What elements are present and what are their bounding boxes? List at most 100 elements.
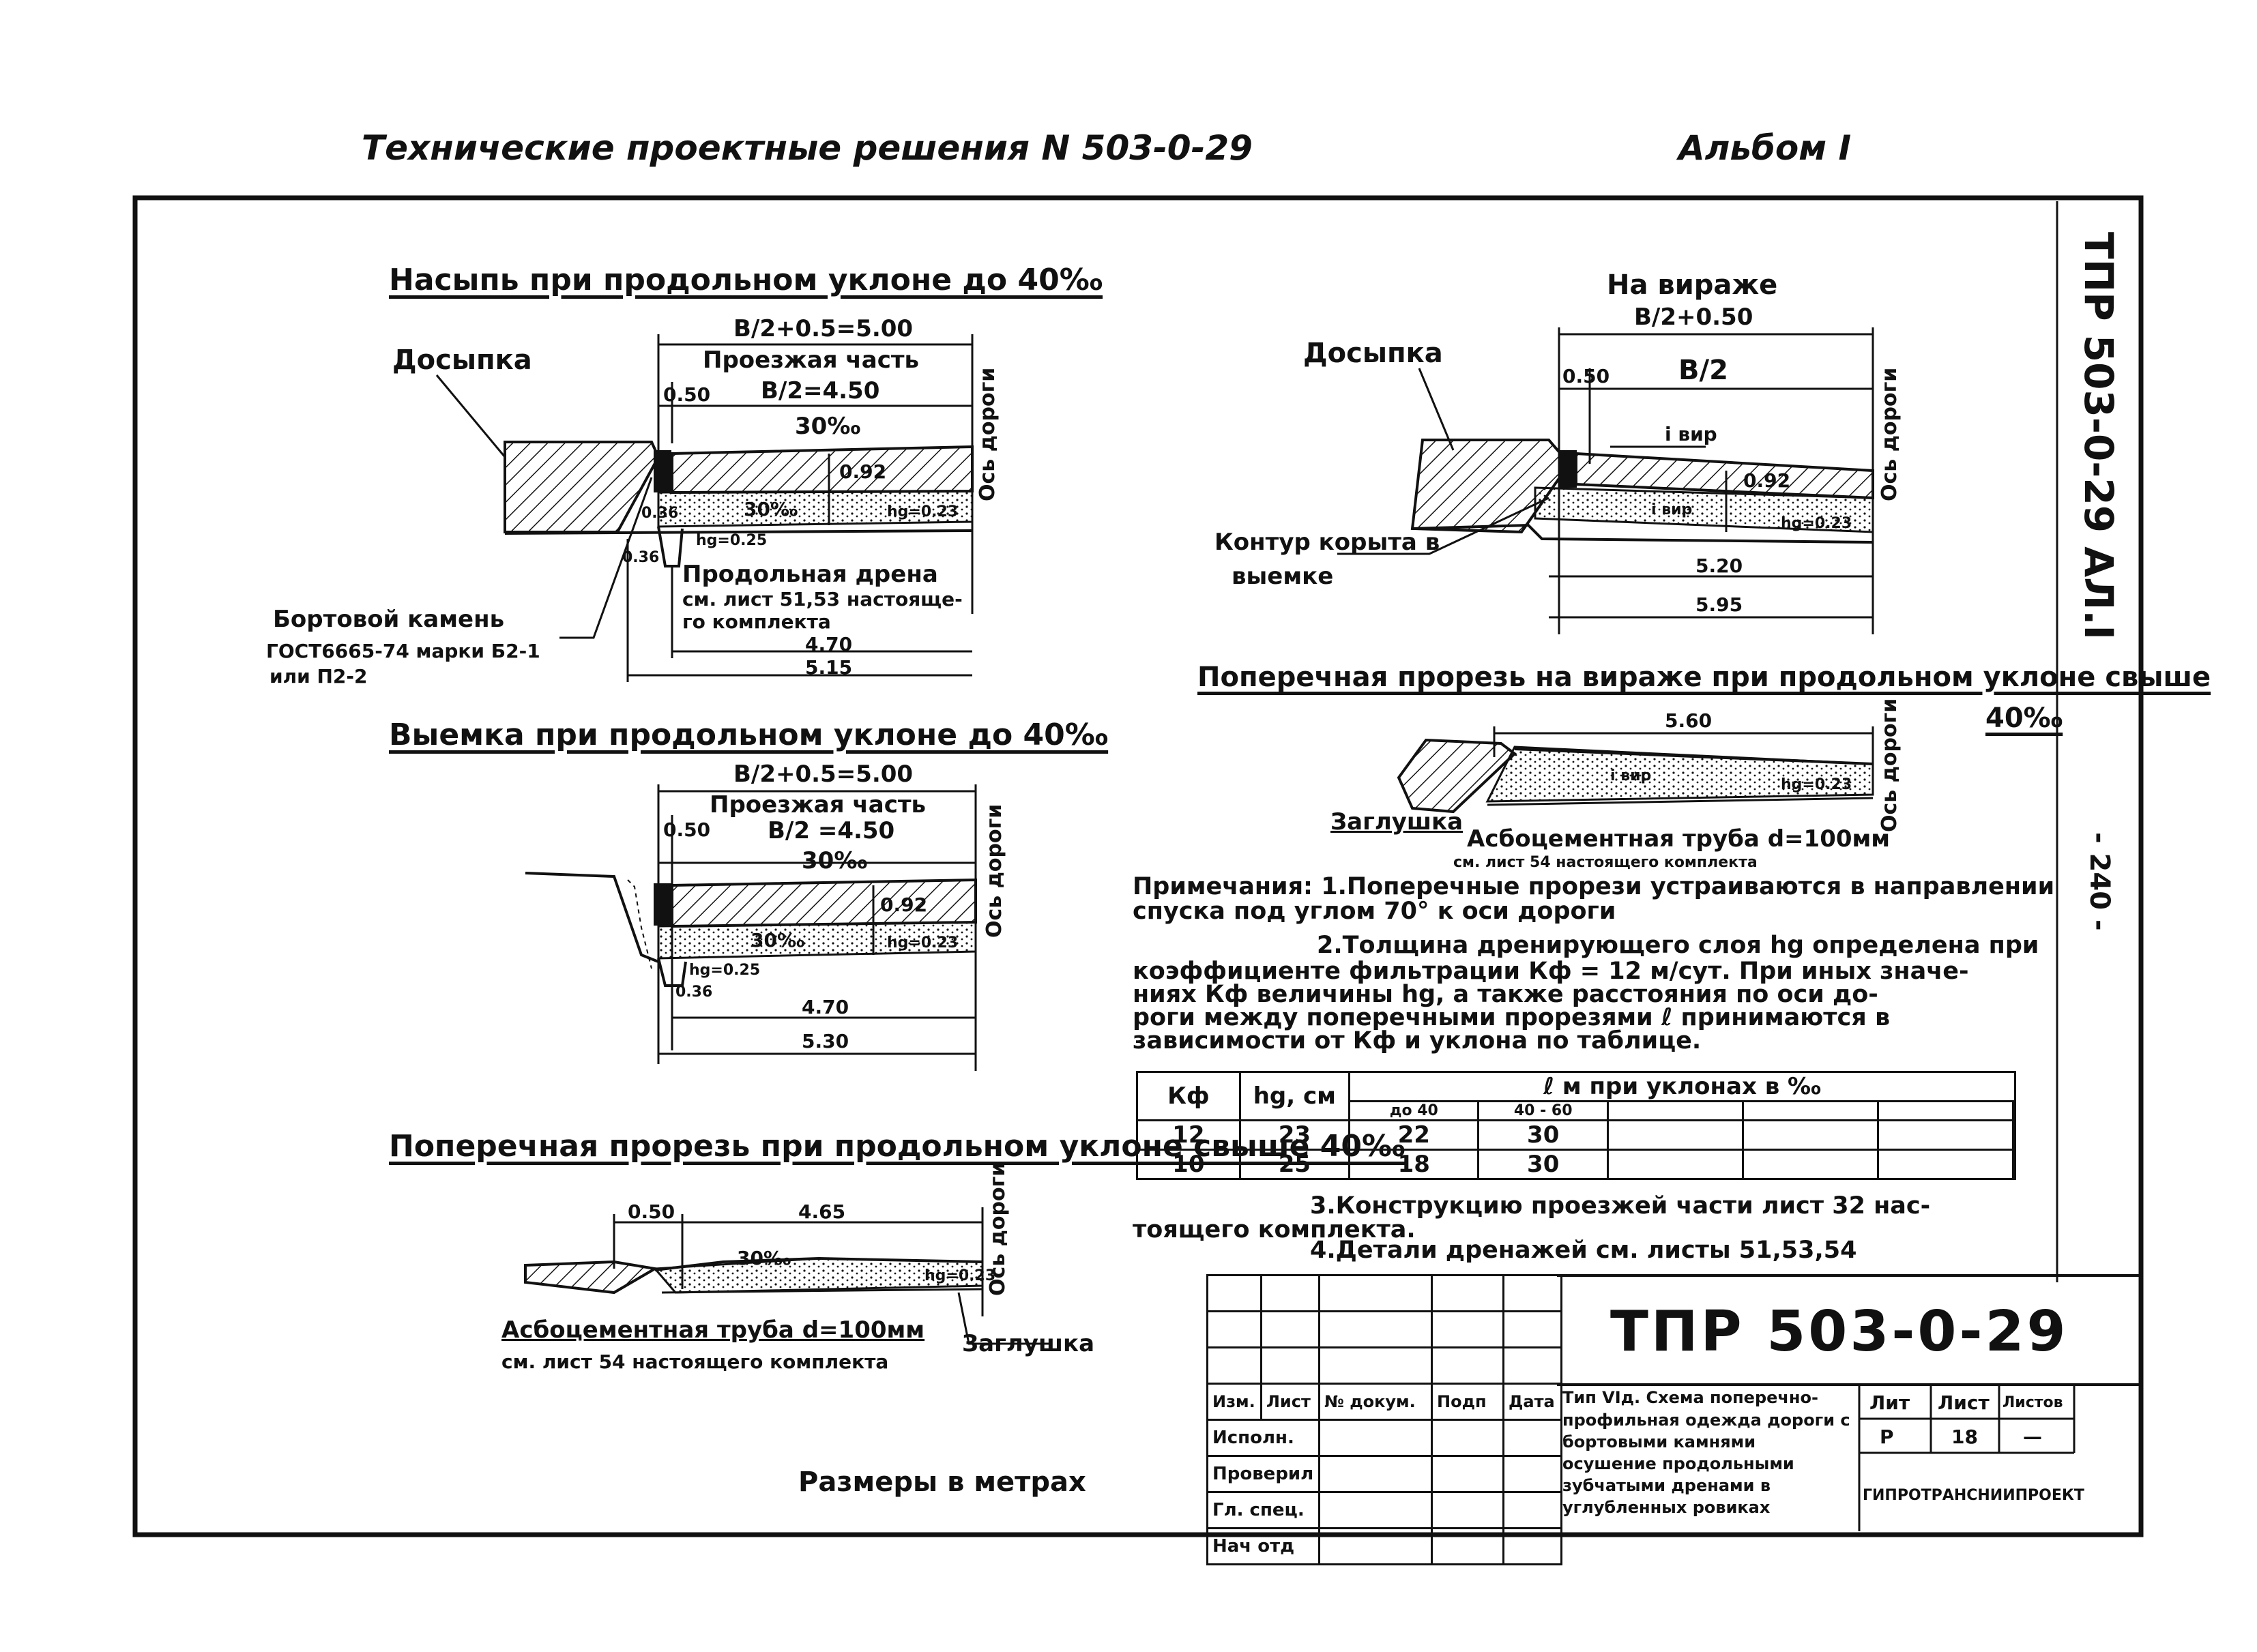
cut-half-width: B/2 =4.50 <box>768 817 895 844</box>
transverse-pipe-ref: см. лист 54 настоящего комплекта <box>501 1351 889 1373</box>
fill-d036b: 0.36 <box>622 549 660 566</box>
transverse-shoulder: 0.50 <box>628 1200 675 1223</box>
l-header: ℓ м при уклонах в ‰ <box>1348 1071 2016 1102</box>
fill-top-dimension: B/2+0.5=5.00 <box>733 315 914 342</box>
stamp-role: Гл. спец. <box>1206 1491 1320 1529</box>
empty-cell <box>1606 1119 1744 1151</box>
fill-d036a: 0.36 <box>641 505 679 522</box>
stamp-sheets-header: Листов <box>2003 1394 2063 1411</box>
note-2b: коэффициенте фильтрации Кф = 12 м/сут. П… <box>1133 958 1969 985</box>
curve-trans-plug: Заглушка <box>1330 808 1464 836</box>
empty-cell <box>2012 1119 2016 1151</box>
stamp-col-list: Лист <box>1260 1383 1320 1421</box>
stamp-desc-1: Тип VIд. Схема поперечно- <box>1562 1388 1818 1407</box>
note-2c: ниях Кф величины hg, а также расстояния … <box>1133 981 1878 1008</box>
curve-d595: 5.95 <box>1695 593 1743 616</box>
curve-d520: 5.20 <box>1695 555 1743 577</box>
cut-thickness: 0.92 <box>880 894 928 916</box>
note-4: 4.Детали дренажей см. листы 51,53,54 <box>1310 1237 1857 1264</box>
cut-d470: 4.70 <box>802 996 849 1018</box>
fill-layer-slope: 30‰ <box>744 498 798 520</box>
stamp-col-izm: Изм. <box>1206 1383 1262 1421</box>
sub-header-2: 40 - 60 <box>1477 1100 1609 1121</box>
fill-carriageway-label: Проезжая часть <box>703 346 920 374</box>
curve-half: B/2 <box>1678 355 1728 386</box>
cut-d530: 5.30 <box>802 1030 849 1052</box>
curve-top-dimension: B/2+0.50 <box>1634 304 1753 331</box>
note-3a: 3.Конструкцию проезжей части лист 32 нас… <box>1310 1192 1931 1220</box>
transverse-slope: 30‰ <box>737 1247 791 1269</box>
stamp-col-sign: Подп <box>1431 1383 1504 1421</box>
empty-cell <box>1741 1100 1879 1121</box>
cut-slope: 30‰ <box>802 847 868 874</box>
stamp-code: ТПР 503-0-29 <box>1610 1299 2069 1364</box>
stamp-role: Проверил <box>1206 1455 1320 1493</box>
fill-drain-ref-2: го комплекта <box>682 610 831 633</box>
curb-label-1: Бортовой камень <box>273 606 505 633</box>
cut-shoulder-dim: 0.50 <box>663 818 711 841</box>
stamp-desc-5: зубчатыми дренами в <box>1562 1476 1771 1495</box>
note-2e: зависимости от Кф и уклона по таблице. <box>1133 1027 1702 1054</box>
kf-table: Кф hg, см ℓ м при уклонах в ‰ до 40 40 -… <box>1136 1071 2016 1180</box>
curve-trans-section-title: Поперечная прорезь на вираже при продоль… <box>1197 662 2211 693</box>
fill-section-title: Насыпь при продольном уклоне до 40‰ <box>389 263 1103 297</box>
transverse-width: 4.65 <box>798 1200 846 1223</box>
stamp-sheet: 18 <box>1951 1426 1978 1448</box>
fill-slope: 30‰ <box>795 413 861 440</box>
curve-shoulder: 0.50 <box>1562 365 1610 387</box>
empty-cell <box>1876 1119 2015 1151</box>
note-1b: спуска под углом 70° к оси дороги <box>1133 898 1616 925</box>
curve-trans-i-vir: i вир <box>1610 767 1652 784</box>
stamp-sheets: — <box>2023 1426 2042 1448</box>
curve-thickness: 0.92 <box>1743 469 1791 492</box>
document-title: Технические проектные решения N 503-0-29 <box>362 128 1253 168</box>
curve-dosypka-label: Досыпка <box>1303 338 1443 369</box>
empty-cell <box>1606 1149 1744 1180</box>
note-2d: роги между поперечными прорезями ℓ прини… <box>1133 1004 1891 1031</box>
table-cell: 23 <box>1238 1119 1351 1151</box>
table-cell: 30 <box>1477 1149 1609 1180</box>
curve-trans-pipe: Асбоцементная труба d=100мм <box>1467 825 1891 853</box>
fill-hd2: hg=0.25 <box>696 532 768 549</box>
fill-shoulder-dim: 0.50 <box>663 383 711 406</box>
stamp-role: Нач отд <box>1206 1527 1320 1565</box>
stamp-desc-6: углубленных ровиках <box>1562 1498 1771 1517</box>
curve-hd: hg=0.23 <box>1781 515 1852 532</box>
curb-label-3: или П2-2 <box>270 665 368 688</box>
cut-hd2: hg=0.25 <box>689 962 761 979</box>
curb-label-2: ГОСТ6665-74 марки Б2-1 <box>266 640 540 662</box>
stamp-stage: Р <box>1880 1426 1894 1448</box>
stamp-col-date: Дата <box>1502 1383 1562 1421</box>
empty-cell <box>1741 1149 1879 1180</box>
stamp-organization: ГИПРОТРАНСНИИПРОЕКТ <box>1863 1487 2084 1504</box>
transverse-hd: hg=0.23 <box>924 1267 996 1284</box>
curve-trans-hd: hg=0.23 <box>1781 776 1852 793</box>
table-cell: 18 <box>1348 1149 1480 1180</box>
empty-cell <box>2012 1149 2016 1180</box>
table-row: 12 23 22 30 <box>1136 1119 2016 1151</box>
curve-trans-pipe-ref: см. лист 54 настоящего комплекта <box>1453 854 1758 871</box>
table-cell: 30 <box>1477 1119 1609 1151</box>
table-row: 10 25 18 30 <box>1136 1149 2016 1180</box>
empty-cell <box>1876 1100 2015 1121</box>
curve-trans-width: 5.60 <box>1665 709 1713 732</box>
fill-dosypka-label: Досыпка <box>392 344 532 376</box>
fill-thickness: 0.92 <box>839 460 887 483</box>
curve-contour-label-1: Контур корыта в <box>1214 529 1440 556</box>
empty-cell <box>1876 1149 2015 1180</box>
stamp-desc-4: осушение продольными <box>1562 1454 1794 1473</box>
fill-hd: hg=0.23 <box>887 503 959 520</box>
table-cell: 25 <box>1238 1149 1351 1180</box>
cut-layer-slope: 30‰ <box>751 929 805 952</box>
album-label: Альбом I <box>1678 128 1852 168</box>
cut-hd: hg=0.23 <box>887 934 959 952</box>
table-cell: 22 <box>1348 1119 1480 1151</box>
hd-header: hg, см <box>1238 1071 1351 1121</box>
empty-cell <box>1606 1100 1744 1121</box>
fill-d515: 5.15 <box>805 656 853 679</box>
cut-top-dimension: B/2+0.5=5.00 <box>733 761 914 788</box>
